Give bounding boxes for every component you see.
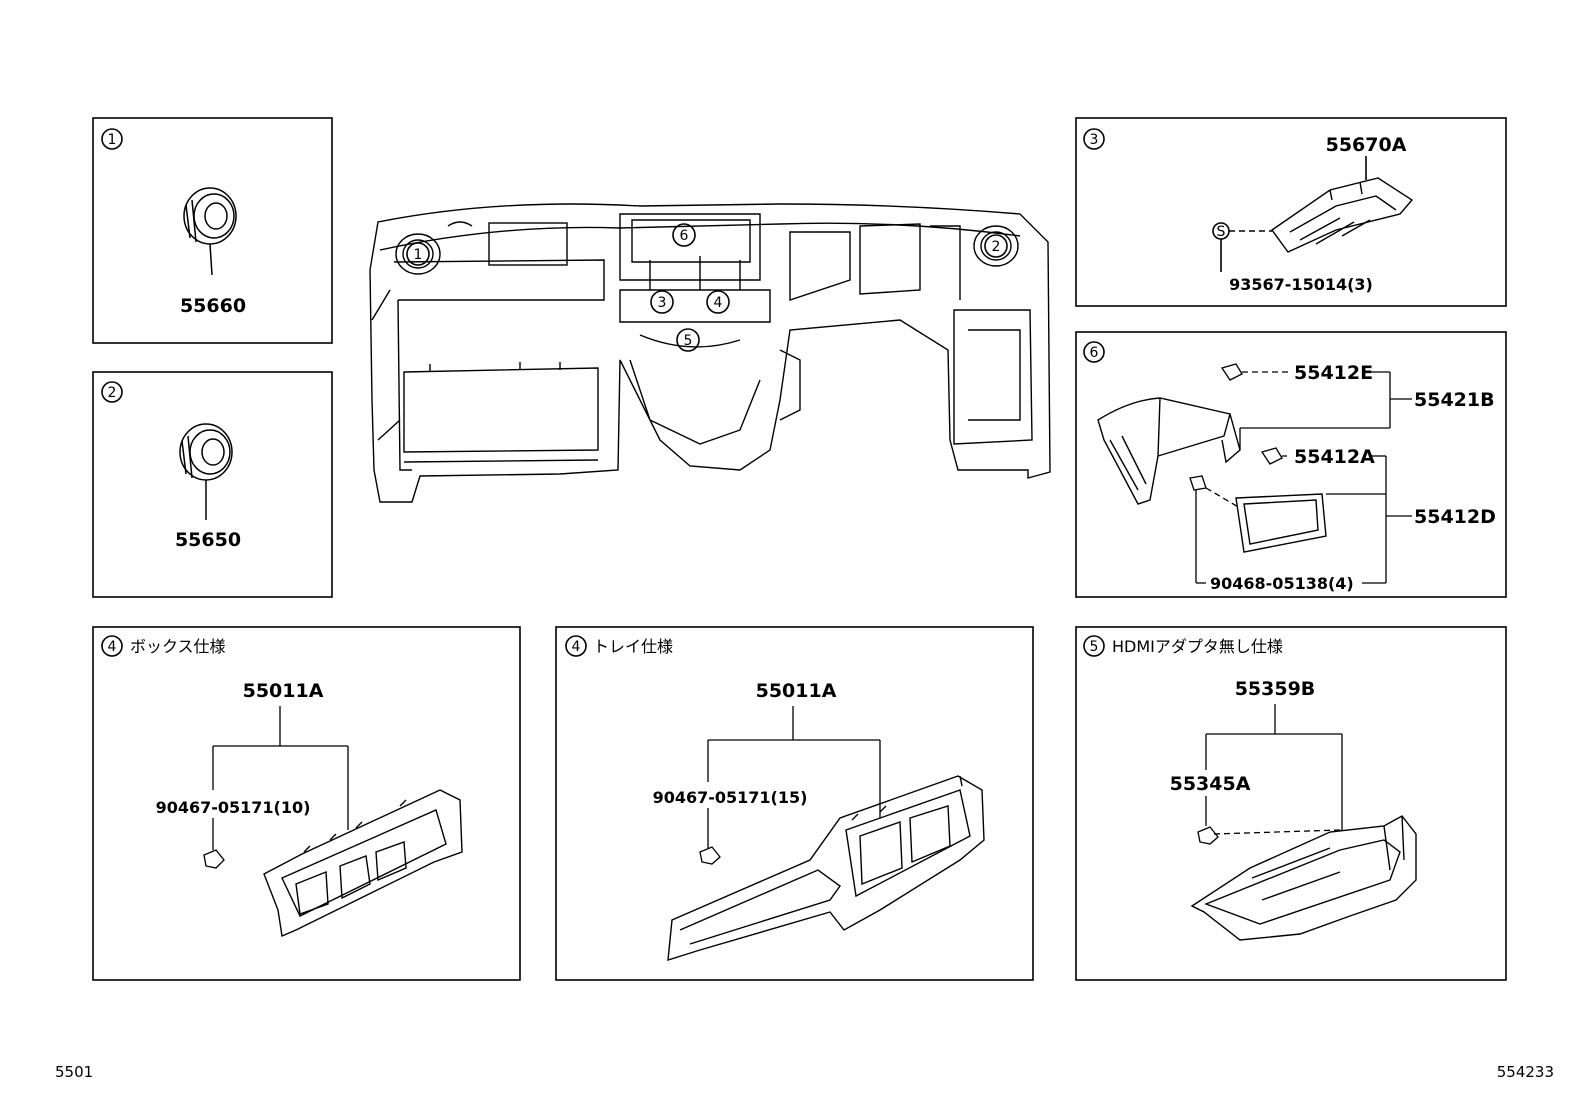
center-box-icon <box>263 789 463 937</box>
part-number: 55412A <box>1294 446 1375 468</box>
center-vent-icon <box>1271 177 1414 253</box>
vent-round-icon <box>183 187 237 276</box>
part-number: 55650 <box>175 529 241 551</box>
callout-text: 2 <box>992 239 1001 255</box>
panel-4a-frame <box>92 626 521 981</box>
vent-round-icon <box>179 423 233 520</box>
clip-icon <box>1197 826 1219 845</box>
clip-icon <box>203 849 225 869</box>
clip-icon <box>699 846 721 865</box>
footer-right-code: 554233 <box>1497 1063 1554 1081</box>
part-number: 55670A <box>1326 134 1407 156</box>
leader-lines <box>707 706 881 848</box>
panel-1-badge <box>101 128 123 150</box>
main-callout-2 <box>984 234 1008 258</box>
leader-lines <box>212 706 349 850</box>
callout-text: 4 <box>714 295 723 311</box>
main-callout-1 <box>406 242 430 266</box>
badge-text: 6 <box>1090 345 1099 361</box>
panel-2-frame <box>92 371 333 598</box>
part-number: 93567-15014(3) <box>1229 275 1373 294</box>
panel-3-frame <box>1075 117 1507 307</box>
badge-text: 2 <box>108 385 117 401</box>
leader-lines <box>1195 371 1412 584</box>
panel-5-badge <box>1083 635 1105 657</box>
panel-2-badge <box>101 381 123 403</box>
panel-5-title: HDMIアダプタ無し仕様 <box>1112 637 1283 656</box>
part-number: 55660 <box>180 295 246 317</box>
main-callout-6 <box>672 223 696 247</box>
screw-mark: S <box>1217 224 1226 240</box>
part-number: 90467-05171(10) <box>156 798 311 817</box>
upper-box-icon <box>1097 397 1241 505</box>
part-number: 55345A <box>1170 773 1251 795</box>
lower-tray-icon <box>1190 815 1417 941</box>
panel-4b-badge <box>565 635 587 657</box>
panel-4a-title: ボックス仕様 <box>130 637 226 656</box>
callout-text: 1 <box>414 247 423 263</box>
badge-text: 4 <box>572 639 581 655</box>
part-number: 55421B <box>1414 389 1495 411</box>
panel-3-badge <box>1083 128 1105 150</box>
panel-6-frame <box>1075 331 1507 598</box>
callout-text: 6 <box>680 228 689 244</box>
instrument-panel-assembly <box>369 203 1051 503</box>
main-callout-4 <box>706 290 730 314</box>
panel-4b-frame <box>555 626 1034 981</box>
bezel-frame-icon <box>1235 493 1327 553</box>
leader-lines <box>1205 704 1343 835</box>
badge-text: 4 <box>108 639 117 655</box>
callout-text: 3 <box>658 295 667 311</box>
main-callout-5 <box>676 328 700 352</box>
tray-panel-icon <box>667 775 985 961</box>
callout-text: 5 <box>684 333 693 349</box>
part-number: 90468-05138(4) <box>1210 574 1354 593</box>
panel-4b-title: トレイ仕様 <box>593 637 673 656</box>
panel-6-badge <box>1083 341 1105 363</box>
badge-text: 3 <box>1090 132 1099 148</box>
part-number: 55011A <box>756 680 837 702</box>
main-callout-3 <box>650 290 674 314</box>
panel-5-frame <box>1075 626 1507 981</box>
part-number: 55011A <box>243 680 324 702</box>
part-number: 55412E <box>1294 362 1373 384</box>
footer-left-code: 5501 <box>55 1063 93 1081</box>
part-number: 55359B <box>1235 678 1316 700</box>
badge-text: 1 <box>108 132 117 148</box>
badge-text: 5 <box>1090 639 1099 655</box>
panel-4a-badge <box>101 635 123 657</box>
part-number: 90467-05171(15) <box>653 788 808 807</box>
clip-icon <box>1189 363 1283 491</box>
panel-1-frame <box>92 117 333 344</box>
part-number: 55412D <box>1414 506 1496 528</box>
